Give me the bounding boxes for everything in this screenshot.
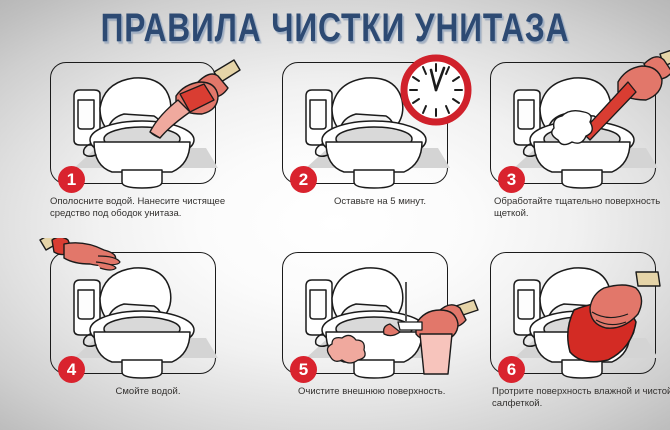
step-caption: Смойте водой.: [115, 386, 181, 397]
toilet-wipe-cloth-icon: [478, 238, 670, 388]
step-number-badge: 2: [290, 166, 317, 193]
step-number-badge: 5: [290, 356, 317, 383]
step-number-badge: 1: [58, 166, 85, 193]
step-caption: Ополосните водой. Нанесите чистящее сред…: [50, 196, 226, 219]
toilet-flush-hand-icon: [38, 231, 247, 388]
steps-grid: 1 Ополосните водой. Нанесите чистящее ср…: [0, 49, 670, 430]
clock-face: [400, 54, 472, 126]
step-number-badge: 6: [498, 356, 525, 383]
step-number-badge: 3: [498, 166, 525, 193]
page-title: ПРАВИЛА ЧИСТКИ УНИТАЗА: [100, 5, 570, 51]
step-card-2: 2 Оставьте на 5 минут.: [270, 54, 479, 242]
step-caption: Протрите поверхность влажной и чистой са…: [492, 386, 670, 409]
step-number-badge: 4: [58, 356, 85, 383]
step-caption: Обработайте тщательно поверхность щеткой…: [494, 196, 661, 219]
step-card-6: 6 Протрите поверхность влажной и чистой …: [478, 252, 670, 430]
toilet-brush-icon: [478, 48, 670, 198]
step-card-1: 1 Ополосните водой. Нанесите чистящее ср…: [38, 59, 247, 242]
toilet-cleaner-icon: [38, 48, 247, 198]
step-card-5: 5 Очистите внешнюю поверхность.: [270, 252, 479, 430]
toilet-spray-bottle-icon: [270, 238, 479, 388]
step-card-4: 4 Смойте водой.: [38, 231, 247, 430]
step-caption: Очистите внешнюю поверхность.: [298, 386, 446, 397]
step-caption: Оставьте на 5 минут.: [334, 196, 426, 207]
toilet-timer-icon: [270, 48, 479, 198]
step-card-3: 3 Обработайте тщательно поверхность щетк…: [478, 49, 670, 242]
